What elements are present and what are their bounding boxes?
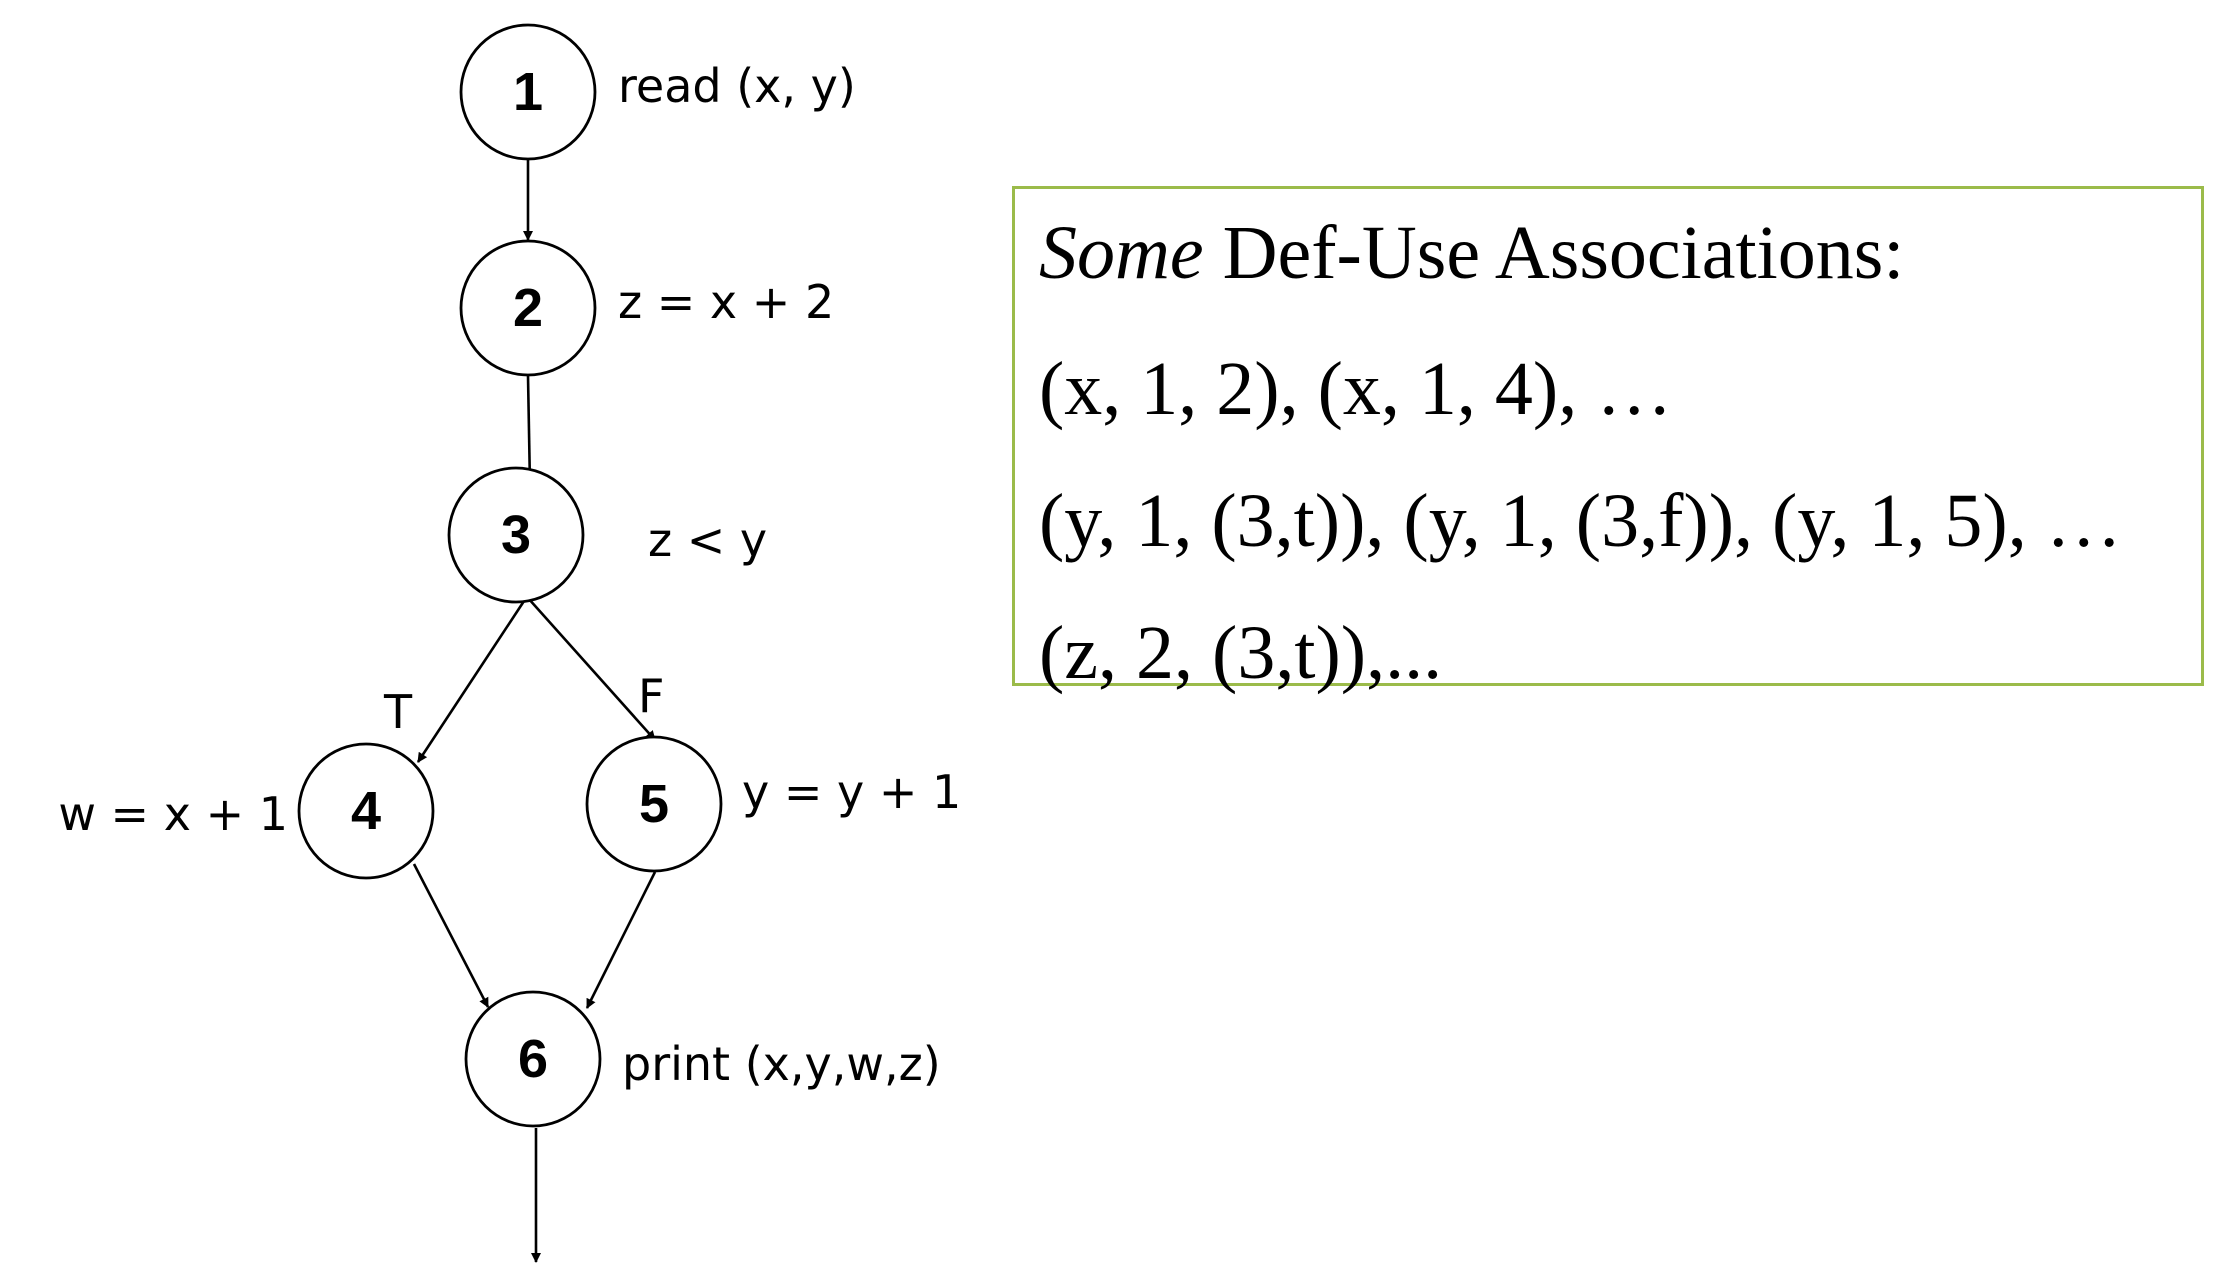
node-2: 2 (459, 239, 597, 377)
node-4-statement: w = x + 1 (58, 787, 288, 841)
edge-2-to-3 (524, 375, 535, 487)
control-flow-graph: T F 1 read (x, y) 2 z = x + 2 3 z < y 4 … (58, 23, 961, 1263)
node-6-statement: print (x,y,w,z) (622, 1037, 941, 1091)
edge-label-true: T (383, 685, 413, 739)
node-6-id: 6 (518, 1029, 548, 1089)
node-4: 4 (297, 742, 435, 880)
node-6: 6 (464, 990, 602, 1128)
node-1-statement: read (x, y) (618, 59, 856, 113)
node-2-statement: z = x + 2 (618, 275, 834, 329)
node-1-id: 1 (513, 62, 543, 122)
node-3: 3 (447, 466, 585, 604)
node-5: 5 (585, 735, 723, 873)
node-5-id: 5 (639, 774, 669, 834)
def-use-title-text: Def-Use Associations: (1203, 211, 1905, 295)
node-3-id: 3 (501, 505, 531, 565)
def-use-associations-box: Some Def-Use Associations: (x, 1, 2), (x… (1012, 186, 2204, 691)
def-use-line-z: (z, 2, (3,t)),... (1039, 611, 1443, 695)
edge-3-to-4 (416, 597, 528, 763)
def-use-title-emphasis: Some (1039, 211, 1204, 295)
edge-label-false: F (638, 669, 664, 723)
def-use-line-y: (y, 1, (3,t)), (y, 1, (3,f)), (y, 1, 5),… (1039, 479, 2122, 563)
edge-4-to-6 (412, 863, 490, 1008)
node-2-id: 2 (513, 278, 543, 338)
node-5-statement: y = y + 1 (742, 765, 961, 819)
node-3-statement: z < y (648, 513, 767, 567)
node-4-id: 4 (351, 781, 381, 841)
edge-3-to-5 (527, 597, 656, 741)
def-use-title: Some Def-Use Associations: (1039, 197, 2201, 329)
def-use-line-x: (x, 1, 2), (x, 1, 4), … (1039, 347, 1673, 431)
node-1: 1 (459, 23, 597, 161)
edge-5-to-6 (585, 871, 657, 1009)
